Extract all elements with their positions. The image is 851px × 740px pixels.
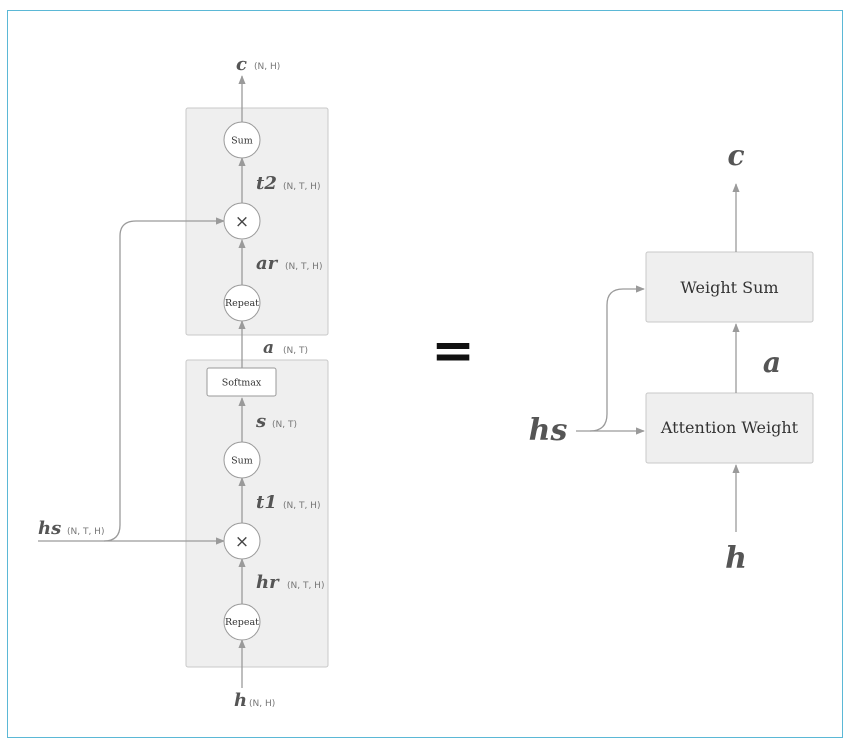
sum-bottom-node — [223, 441, 261, 479]
repeat-bottom-label: Repeat — [225, 617, 259, 628]
t2-dims: (N, T, H) — [283, 182, 320, 192]
a-label: a — [263, 338, 274, 358]
sum-top-label: Sum — [231, 136, 253, 147]
repeat-top-label: Repeat — [225, 298, 259, 309]
c-label: c — [236, 54, 247, 75]
multiply-top-label: × — [235, 212, 249, 232]
t1-label: t1 — [256, 492, 277, 513]
multiply-bottom-node — [223, 522, 261, 560]
attention-weight-block — [185, 359, 329, 668]
t1-dims: (N, T, H) — [283, 501, 320, 511]
multiply-top-node — [223, 202, 261, 240]
multiply-bottom-label: × — [235, 532, 249, 552]
figure-frame — [7, 10, 843, 738]
attention-weight-label: Attention Weight — [660, 418, 799, 437]
hs-label: hs — [38, 518, 61, 539]
weight-sum-label: Weight Sum — [680, 278, 778, 297]
hr-label: hr — [256, 572, 280, 593]
hr-dims: (N, T, H) — [287, 581, 324, 591]
h-dims: (N, H) — [249, 699, 275, 709]
s-label: s — [255, 411, 266, 432]
right-hs-label: hs — [529, 413, 568, 448]
a-dims: (N, T) — [283, 346, 308, 356]
right-a-label: a — [763, 346, 781, 379]
right-h-label: h — [725, 541, 747, 576]
softmax-label: Softmax — [222, 378, 262, 389]
t2-label: t2 — [256, 173, 277, 194]
attention-weight-box — [645, 392, 814, 464]
sum-bottom-label: Sum — [231, 456, 253, 467]
h-label: h — [234, 690, 247, 711]
sum-top-node — [223, 121, 261, 159]
s-dims: (N, T) — [272, 420, 297, 430]
ar-dims: (N, T, H) — [285, 262, 322, 272]
repeat-bottom-node — [223, 603, 261, 641]
c-dims: (N, H) — [254, 62, 280, 72]
right-c-label: c — [727, 139, 744, 172]
hs-dims: (N, T, H) — [67, 527, 104, 537]
softmax-node — [206, 367, 277, 397]
ar-label: ar — [256, 253, 279, 274]
equals-sign: = — [431, 321, 475, 381]
weight-sum-box — [645, 251, 814, 323]
repeat-top-node — [223, 284, 261, 322]
